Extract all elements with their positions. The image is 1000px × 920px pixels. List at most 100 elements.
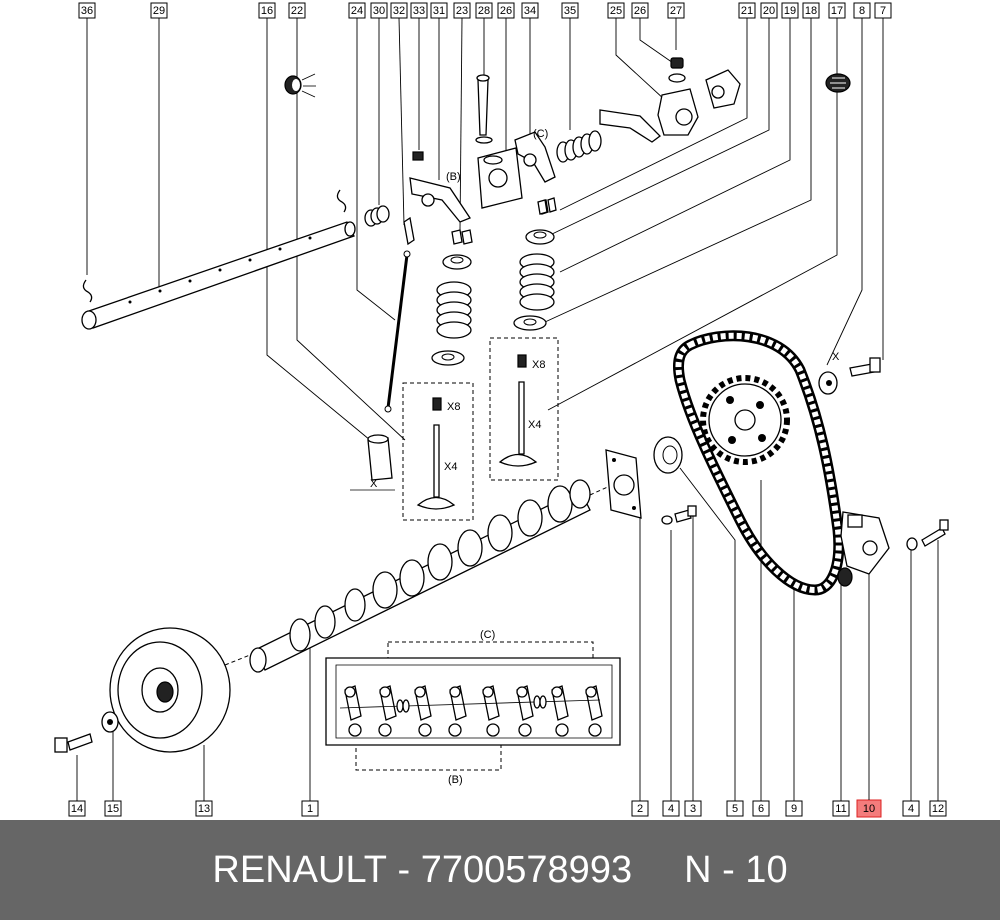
exploded-parts-diagram: 36 29 16 22 24 30 32 33 31 23 28 26 34 3… bbox=[54, 2, 949, 818]
callout-29[interactable]: 29 bbox=[150, 2, 168, 19]
callout-36[interactable]: 36 bbox=[78, 2, 96, 19]
svg-text:4: 4 bbox=[668, 803, 674, 815]
callout-30[interactable]: 30 bbox=[370, 2, 388, 19]
rocker-shaft bbox=[81, 189, 356, 330]
svg-text:5: 5 bbox=[732, 803, 738, 815]
svg-text:30: 30 bbox=[373, 5, 385, 17]
callout-23[interactable]: 23 bbox=[453, 2, 471, 19]
svg-text:(C): (C) bbox=[480, 629, 495, 641]
chain-tensioner-10 bbox=[840, 511, 890, 575]
svg-text:10: 10 bbox=[863, 803, 875, 815]
svg-text:1: 1 bbox=[307, 803, 313, 815]
brand-name: RENAULT bbox=[212, 848, 387, 891]
cotters-21 bbox=[537, 199, 548, 215]
brand-dash: - bbox=[397, 848, 411, 891]
svg-text:26: 26 bbox=[634, 5, 646, 17]
callout-32[interactable]: 32 bbox=[390, 2, 408, 19]
svg-text:4: 4 bbox=[908, 803, 914, 815]
callout-15[interactable]: 15 bbox=[104, 800, 122, 817]
rocker-spring-35 bbox=[556, 130, 602, 163]
callout-33[interactable]: 33 bbox=[410, 2, 428, 19]
callout-7[interactable]: 7 bbox=[874, 2, 892, 19]
callout-24[interactable]: 24 bbox=[348, 2, 366, 19]
callout-27[interactable]: 27 bbox=[667, 2, 685, 19]
rocker-arm-25 bbox=[599, 88, 699, 143]
callout-17[interactable]: 17 bbox=[828, 2, 846, 19]
svg-text:9: 9 bbox=[791, 803, 797, 815]
callout-20[interactable]: 20 bbox=[760, 2, 778, 19]
callout-2[interactable]: 2 bbox=[631, 800, 649, 817]
valve-guide-16: X bbox=[350, 434, 395, 491]
callout-35[interactable]: 35 bbox=[561, 2, 579, 19]
plug-17 bbox=[825, 73, 851, 93]
group-label-c-top: (C) bbox=[533, 128, 548, 140]
valve-spring-a bbox=[436, 281, 472, 339]
callout-34[interactable]: 34 bbox=[521, 2, 539, 19]
callout-16[interactable]: 16 bbox=[258, 2, 276, 19]
washer-11 bbox=[837, 567, 853, 587]
svg-text:19: 19 bbox=[784, 5, 796, 17]
svg-text:34: 34 bbox=[524, 5, 536, 17]
callout-11[interactable]: 11 bbox=[832, 800, 850, 817]
part-number: 7700578993 bbox=[420, 848, 633, 891]
svg-text:7: 7 bbox=[880, 5, 886, 17]
callout-6[interactable]: 6 bbox=[752, 800, 770, 817]
svg-text:11: 11 bbox=[835, 803, 846, 815]
washer-4b bbox=[906, 537, 918, 551]
callout-1[interactable]: 1 bbox=[301, 800, 319, 817]
callout-31[interactable]: 31 bbox=[430, 2, 448, 19]
callout-10-highlighted[interactable]: 10 bbox=[856, 799, 882, 818]
callout-14[interactable]: 14 bbox=[68, 800, 86, 817]
callout-18[interactable]: 18 bbox=[802, 2, 820, 19]
cylinder-head-plan: (C) (B) bbox=[325, 629, 621, 786]
callout-4b[interactable]: 4 bbox=[902, 800, 920, 817]
spring-seat-18 bbox=[513, 315, 547, 331]
rocker-arm-31 bbox=[409, 151, 471, 223]
callout-3[interactable]: 3 bbox=[684, 800, 702, 817]
cotters-23 bbox=[451, 229, 473, 245]
camshaft-1 bbox=[224, 479, 613, 673]
thrust-plate-2 bbox=[605, 449, 642, 519]
callout-9[interactable]: 9 bbox=[785, 800, 803, 817]
callout-19[interactable]: 19 bbox=[781, 2, 799, 19]
svg-text:X4: X4 bbox=[528, 419, 541, 431]
svg-text:17: 17 bbox=[831, 5, 843, 17]
svg-text:16: 16 bbox=[261, 5, 273, 17]
callout-5[interactable]: 5 bbox=[726, 800, 744, 817]
svg-text:14: 14 bbox=[71, 803, 83, 815]
callout-8[interactable]: 8 bbox=[853, 2, 871, 19]
svg-text:X8: X8 bbox=[447, 401, 460, 413]
svg-text:18: 18 bbox=[805, 5, 817, 17]
group-label-b-top: (B) bbox=[446, 171, 461, 183]
svg-text:29: 29 bbox=[153, 5, 165, 17]
svg-text:X: X bbox=[370, 478, 378, 490]
callout-13[interactable]: 13 bbox=[195, 800, 213, 817]
svg-text:(B): (B) bbox=[448, 774, 463, 786]
callout-28[interactable]: 28 bbox=[475, 2, 493, 19]
svg-text:15: 15 bbox=[107, 803, 119, 815]
svg-text:20: 20 bbox=[763, 5, 775, 17]
svg-text:35: 35 bbox=[564, 5, 576, 17]
svg-text:22: 22 bbox=[291, 5, 303, 17]
rocker-parts-26-27 bbox=[668, 57, 741, 109]
diagram-position: N - 10 bbox=[684, 848, 788, 891]
callout-25[interactable]: 25 bbox=[607, 2, 625, 19]
callout-22[interactable]: 22 bbox=[288, 2, 306, 19]
rocker-spring-30 bbox=[364, 205, 390, 227]
bolt-3 bbox=[661, 505, 697, 525]
callout-26b[interactable]: 26 bbox=[631, 2, 649, 19]
callout-12[interactable]: 12 bbox=[929, 800, 947, 817]
callout-21[interactable]: 21 bbox=[738, 2, 756, 19]
crank-pulley-13 bbox=[109, 627, 231, 753]
valve-spring-19 bbox=[519, 253, 555, 311]
svg-text:21: 21 bbox=[741, 5, 753, 17]
callout-26a[interactable]: 26 bbox=[497, 2, 515, 19]
footer-bar: RENAULT - 7700578993 N - 10 bbox=[0, 820, 1000, 920]
callout-4a[interactable]: 4 bbox=[662, 800, 680, 817]
washer-5 bbox=[653, 436, 683, 474]
svg-text:28: 28 bbox=[478, 5, 490, 17]
svg-text:12: 12 bbox=[932, 803, 944, 815]
svg-text:2: 2 bbox=[637, 803, 643, 815]
spring-seat-a bbox=[431, 350, 465, 366]
bolt-14 bbox=[54, 733, 93, 753]
